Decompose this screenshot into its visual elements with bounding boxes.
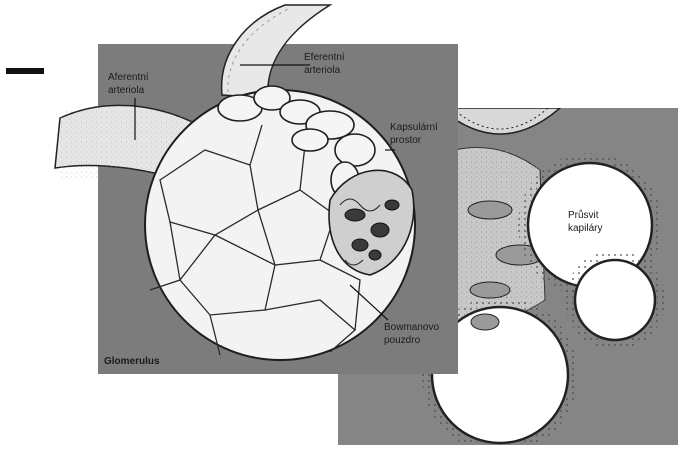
label-capillary-2: kapiláry bbox=[568, 223, 602, 234]
panel-caption: Glomerulus bbox=[104, 356, 160, 367]
label-efferent-1: Eferentní bbox=[304, 52, 345, 63]
label-capsular-1: Kapsulární bbox=[390, 122, 438, 133]
label-capillary-1: Průsvit bbox=[568, 209, 599, 221]
label-efferent-2: arteriola bbox=[304, 65, 341, 76]
label-bowman-1: Bowmanovo bbox=[384, 322, 439, 333]
label-afferent-2: arteriola bbox=[108, 85, 145, 96]
label-bowman-2: pouzdro bbox=[384, 335, 421, 346]
scale-bar bbox=[6, 68, 44, 74]
label-afferent-1: Aferentní bbox=[108, 72, 149, 83]
label-capsular-2: prostor bbox=[390, 135, 422, 146]
